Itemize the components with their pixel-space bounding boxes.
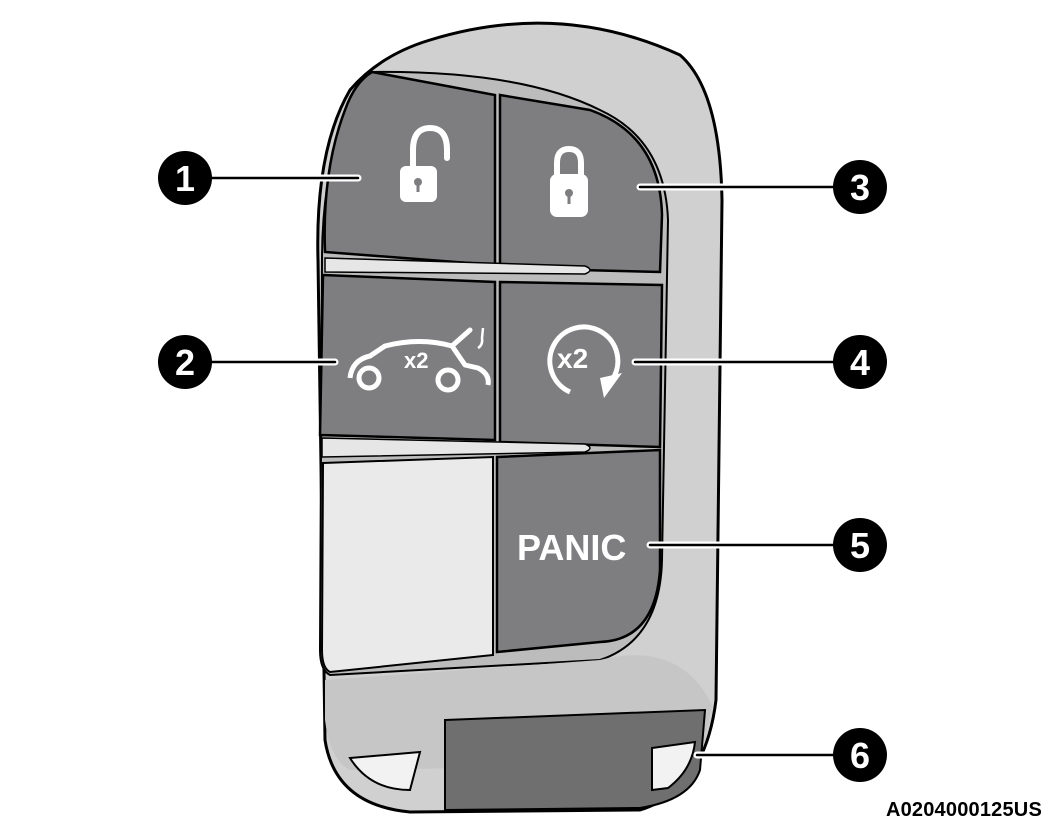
callout-2-number: 2 (175, 342, 195, 383)
callout-6-number: 6 (850, 735, 870, 776)
blank-panel (320, 455, 494, 674)
callout-3-number: 3 (850, 167, 870, 208)
remote-start-x2-label: x2 (557, 343, 588, 374)
figure-id: A0204000125US (885, 799, 1042, 821)
callout-4: 4 (833, 335, 887, 389)
leader-line-strokes (203, 176, 844, 757)
key-blade (444, 708, 707, 812)
lock-padlock-icon (550, 145, 588, 217)
callout-2: 2 (158, 335, 212, 389)
callout-1-number: 1 (175, 158, 195, 199)
callout-6: 6 (833, 728, 887, 782)
separator-ridge-upper (324, 257, 591, 275)
trunk-x2-label: x2 (404, 348, 428, 373)
car-trunk-release-icon: x2 (347, 327, 491, 393)
key-ring-slot-right (651, 740, 697, 792)
trunk-button[interactable] (318, 273, 497, 442)
callout-5: 5 (833, 518, 887, 572)
callout-4-number: 4 (850, 342, 870, 383)
callout-5-number: 5 (850, 525, 870, 566)
key-ring-slot-left (348, 750, 422, 792)
unlock-padlock-icon (400, 124, 450, 202)
remote-start-arrow-icon: x2 (547, 324, 622, 398)
panic-button[interactable] (495, 448, 662, 654)
callout-3: 3 (833, 160, 887, 214)
separator-ridge-lower (321, 437, 591, 458)
callout-1: 1 (158, 151, 212, 205)
remote-start-button[interactable] (498, 280, 664, 449)
panic-label: PANIC (517, 527, 626, 568)
